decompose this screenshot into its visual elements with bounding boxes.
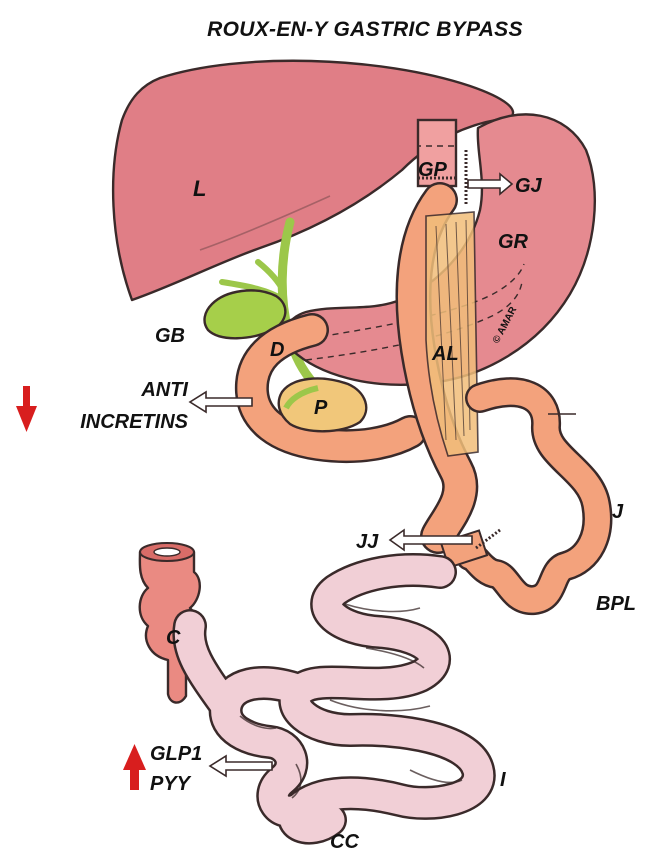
label-incretins: INCRETINS [80,411,188,433]
label-biliopancreatic-limb: BPL [596,593,636,615]
label-gallbladder: GB [155,325,185,347]
label-jejunojejunostomy: JJ [356,531,379,553]
diagram-title: ROUX-EN-Y GASTRIC BYPASS [207,18,523,41]
label-gastric-remnant: GR [498,231,529,253]
label-gastrojejunostomy: GJ [515,175,543,197]
label-pancreas: P [314,397,328,419]
label-pyy: PYY [150,773,192,795]
label-liver: L [193,176,206,201]
down-arrow-icon [16,386,37,432]
label-colon: C [166,627,181,649]
label-glp1: GLP1 [150,743,202,765]
label-gastric-pouch: GP [418,159,448,181]
label-jejunum: J [612,501,624,523]
label-common-channel: CC [330,831,359,853]
up-arrow-icon [123,744,146,790]
pointer-glp1 [210,756,272,776]
label-ileum: I [500,769,506,791]
label-duodenum: D [270,339,284,361]
label-anti: ANTI [140,379,188,401]
label-alimentary-limb: AL [431,343,459,365]
common-channel [189,570,478,828]
